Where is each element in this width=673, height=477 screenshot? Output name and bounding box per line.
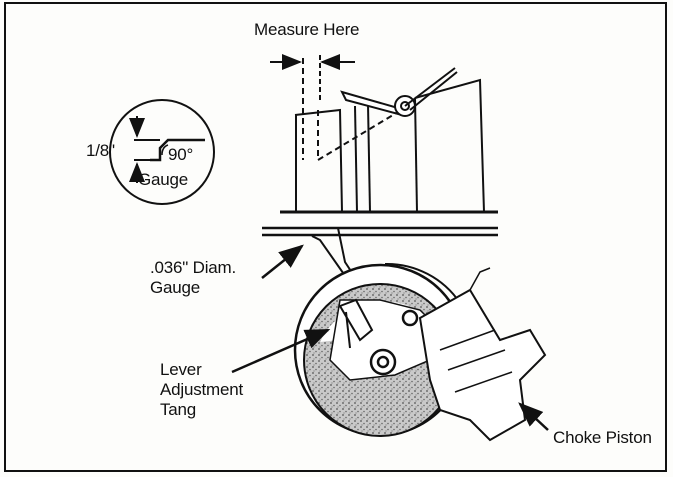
diagram-border xyxy=(4,2,667,472)
wire-gauge-label: Gauge xyxy=(150,278,201,297)
choke-piston-pointer xyxy=(518,402,549,431)
lever-label-line3: Tang xyxy=(160,400,197,419)
lever-label-line2: Adjustment xyxy=(160,380,244,399)
gauge-circle xyxy=(109,99,215,205)
lever-tang-pointer xyxy=(231,328,331,374)
wire-diameter-label: .036" Diam. xyxy=(150,258,237,277)
fraction-label: 1/8" xyxy=(86,141,115,160)
base-plate xyxy=(262,226,498,237)
choke-housing xyxy=(293,262,547,442)
wire-gauge-pointer xyxy=(261,244,304,279)
choke-piston-label: Choke Piston xyxy=(553,428,652,447)
lever-label-line1: Lever xyxy=(160,360,202,379)
measure-here-label: Measure Here xyxy=(254,20,360,39)
air-horn-body xyxy=(280,58,498,214)
angle-label: 90° xyxy=(168,145,194,164)
gauge-label: Gauge xyxy=(138,170,189,189)
gauge-inset xyxy=(109,99,215,205)
measure-here-arrows xyxy=(270,54,355,100)
